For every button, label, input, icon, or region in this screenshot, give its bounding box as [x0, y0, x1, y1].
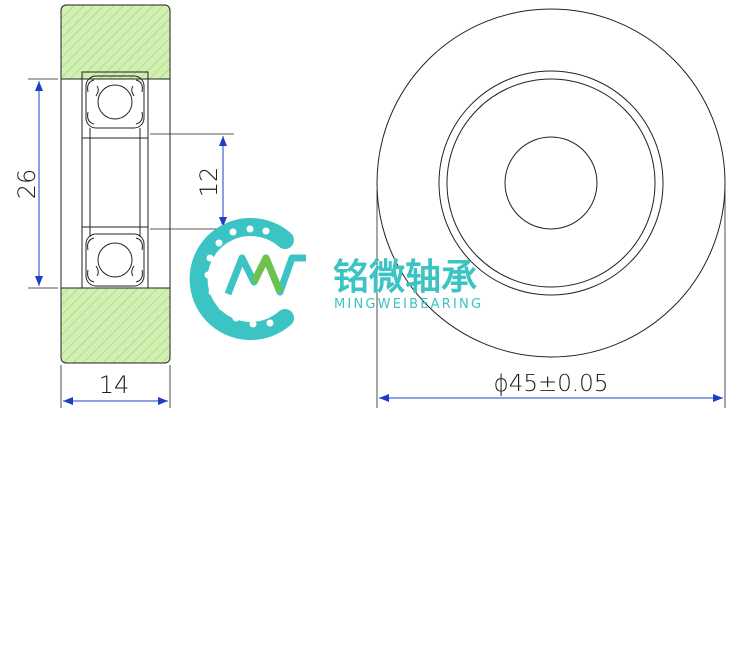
- logo-chinese-text: 铭微轴承: [333, 257, 477, 298]
- dimension-45: ϕ45±0.05: [376, 190, 726, 408]
- tire-hatch-top: [60, 4, 171, 80]
- bearing-outline: [81, 71, 149, 289]
- tire-hatch-bottom: [60, 287, 171, 364]
- bore-circle: [504, 136, 598, 230]
- logo-balls-icon: [204, 225, 274, 328]
- ball-top: [85, 75, 145, 129]
- dimension-12: 12: [150, 133, 234, 230]
- logo-english-text: MINGWEIBEARING: [334, 297, 483, 312]
- ball-bottom: [85, 233, 145, 287]
- outer-circle: [376, 8, 726, 358]
- dimension-12-label: 12: [195, 167, 223, 198]
- front-view: ϕ45±0.05: [376, 8, 726, 408]
- brand-logo: 铭微轴承 MINGWEIBEARING: [189, 218, 483, 340]
- dimension-26: 26: [13, 78, 58, 289]
- dimension-14-label: 14: [99, 371, 130, 399]
- dimension-26-label: 26: [13, 169, 41, 200]
- dimension-14: 14: [60, 365, 171, 408]
- bearing-outer-circle: [438, 70, 664, 296]
- section-view: 26 12 14: [13, 4, 234, 408]
- bearing-inner-ring-circle: [446, 78, 656, 288]
- dimension-45-label: ϕ45±0.05: [494, 371, 609, 397]
